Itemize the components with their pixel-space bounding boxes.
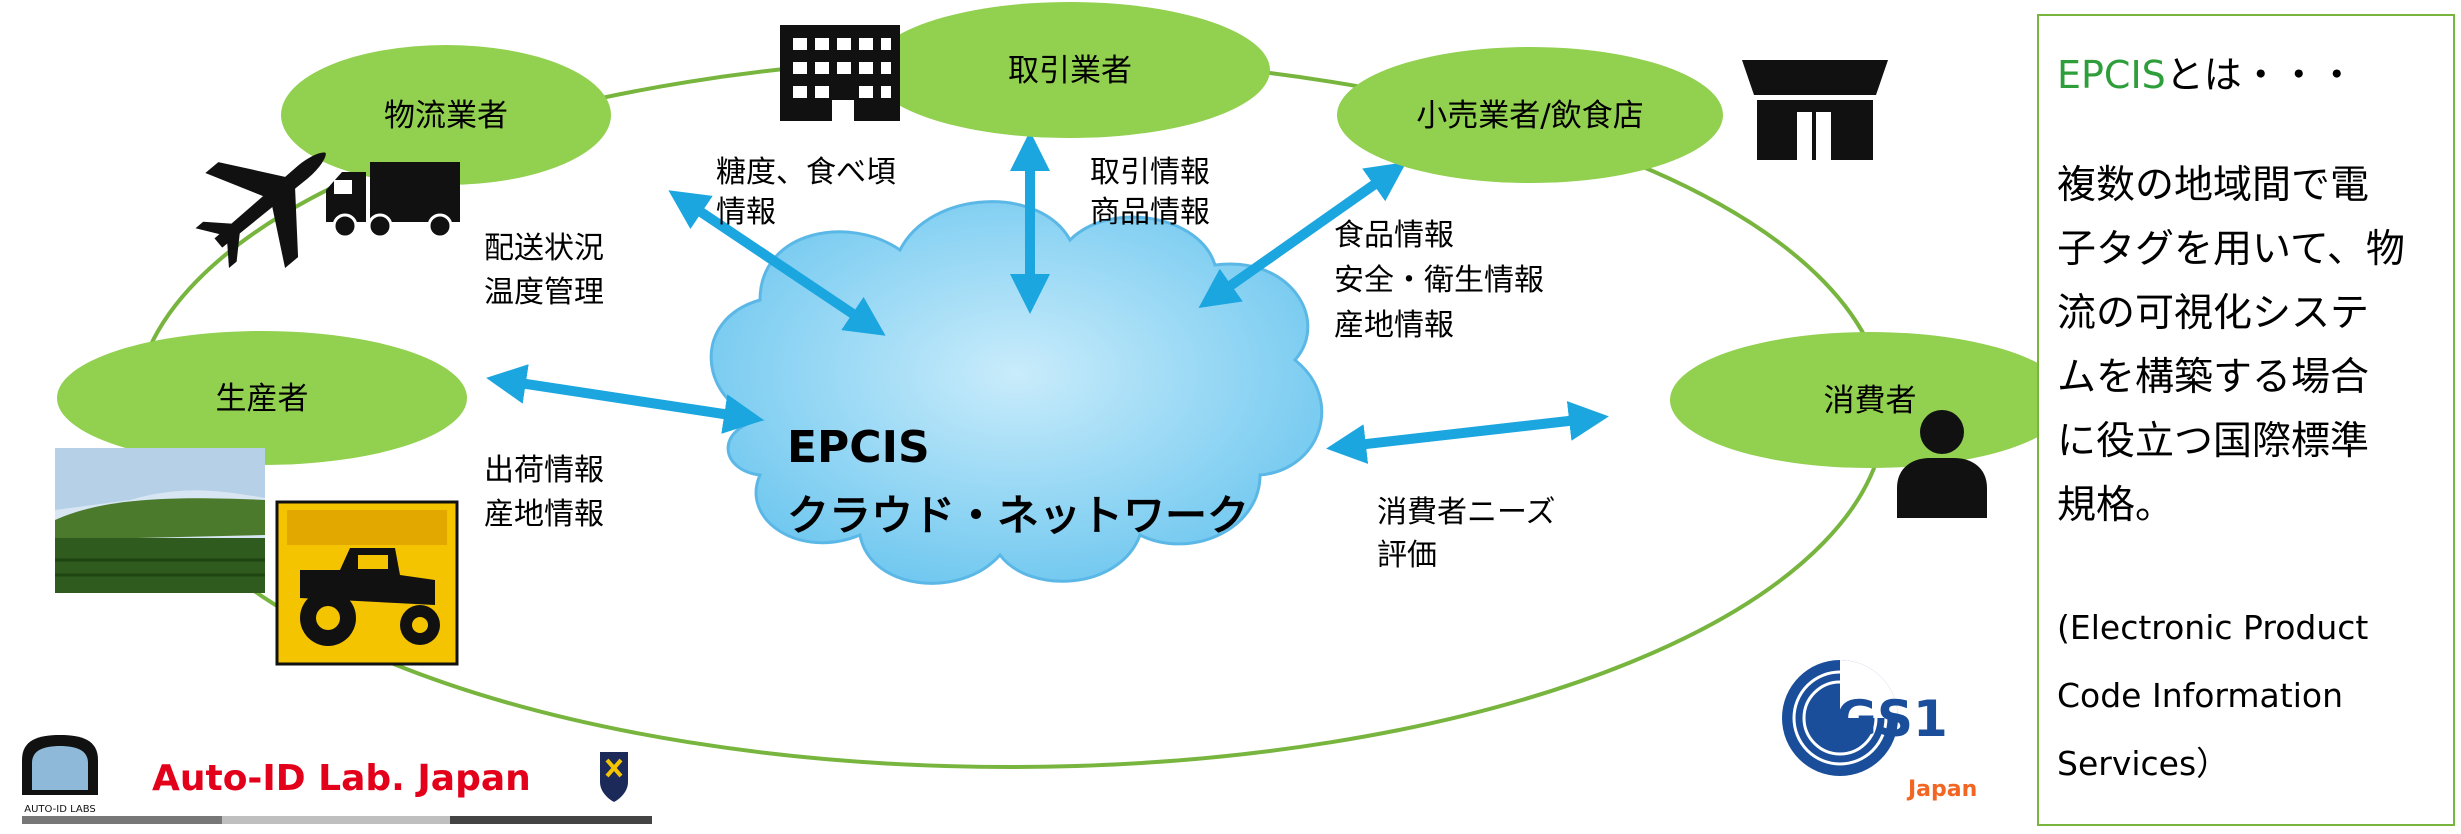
tractor-icon — [275, 500, 459, 666]
label-shipping-info-2: 産地情報 — [484, 497, 604, 532]
svg-text:AUTO-ID LABS: AUTO-ID LABS — [24, 804, 96, 815]
arrow-logistics — [668, 190, 886, 336]
explanation-english: (Electronic Product Code Information Ser… — [2057, 594, 2447, 798]
explanation-title-accent: EPCIS — [2057, 53, 2166, 97]
person-icon — [1897, 410, 1987, 518]
label-trade-info-1: 取引情報 — [1090, 155, 1210, 190]
explanation-line: 流の可視化システ — [2057, 291, 2370, 336]
explanation-line: 子タグを用いて、物 — [2057, 227, 2405, 272]
svg-text:小売業者/飲食店: 小売業者/飲食店 — [1416, 98, 1643, 134]
svg-text:Auto-ID Lab. Japan: Auto-ID Lab. Japan — [152, 758, 531, 799]
epcis-explanation-box: EPCISとは・・・ 複数の地域間で電 子タグを用いて、物 流の可視化システ ム… — [2037, 14, 2455, 826]
field-photo — [55, 448, 265, 593]
explanation-line: 規格。 — [2057, 483, 2175, 528]
cloud-title: EPCIS — [787, 422, 930, 473]
explanation-line: ムを構築する場合 — [2057, 355, 2370, 400]
label-logistics-info-2: 温度管理 — [484, 275, 604, 310]
shop-icon — [1742, 60, 1888, 160]
arrow-consumer — [1326, 401, 1609, 464]
arrow-retail — [1198, 161, 1407, 309]
label-sugar-info-2: 情報 — [716, 195, 776, 230]
node-consumer: 消費者 — [1670, 332, 2070, 468]
explanation-title-rest: とは・・・ — [2165, 53, 2356, 97]
explanation-title: EPCISとは・・・ — [2057, 44, 2356, 99]
svg-text:物流業者: 物流業者 — [384, 98, 508, 134]
office-building-icon — [780, 25, 900, 121]
label-consumer-info-2: 評価 — [1377, 538, 1437, 573]
arrow-producer — [486, 364, 764, 434]
truck-icon — [326, 162, 460, 239]
autoid-lab-logo: AUTO-ID LABS Auto-ID Lab. Japan — [22, 735, 652, 824]
label-consumer-info-1: 消費者ニーズ — [1377, 495, 1556, 530]
cloud-subtitle: クラウド・ネットワーク — [787, 491, 1249, 540]
label-food-info-3: 産地情報 — [1334, 308, 1454, 343]
node-retail: 小売業者/飲食店 — [1337, 47, 1723, 183]
explanation-body: 複数の地域間で電 子タグを用いて、物 流の可視化システ ムを構築する場合 に役立… — [2057, 154, 2447, 538]
node-trading: 取引業者 — [870, 2, 1270, 138]
label-food-info-1: 食品情報 — [1334, 218, 1454, 253]
label-trade-info-2: 商品情報 — [1090, 195, 1210, 230]
svg-text:GS1: GS1 — [1836, 690, 1948, 748]
label-food-info-2: 安全・衛生情報 — [1334, 263, 1544, 298]
svg-text:消費者: 消費者 — [1824, 383, 1917, 419]
node-logistics: 物流業者 — [281, 45, 611, 185]
airplane-icon — [195, 152, 326, 269]
gs1-japan-logo: GS1 Japan — [1782, 660, 1977, 802]
explanation-line: 複数の地域間で電 — [2057, 163, 2370, 208]
svg-text:生産者: 生産者 — [216, 381, 309, 417]
label-logistics-info-1: 配送状況 — [484, 231, 604, 266]
english-line: Services） — [2057, 744, 2230, 783]
label-sugar-info-1: 糖度、食べ頃 — [716, 155, 896, 190]
english-line: Code Information — [2057, 676, 2343, 715]
english-line: (Electronic Product — [2057, 608, 2369, 647]
svg-text:Japan: Japan — [1906, 777, 1977, 802]
explanation-line: に役立つ国際標準 — [2057, 419, 2370, 464]
label-shipping-info-1: 出荷情報 — [484, 453, 604, 488]
svg-text:取引業者: 取引業者 — [1008, 53, 1132, 89]
node-producer: 生産者 — [57, 331, 467, 465]
